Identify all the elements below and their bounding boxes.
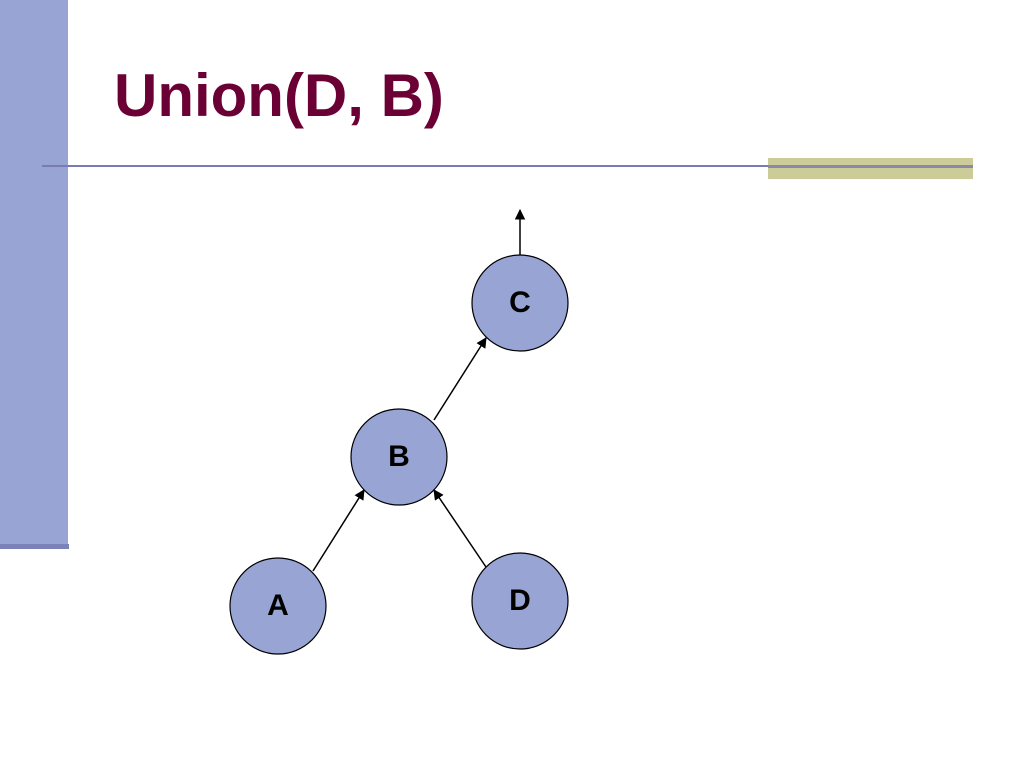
node-a: A: [229, 557, 327, 655]
node-b: B: [350, 408, 448, 506]
node-b-label: B: [388, 440, 410, 473]
node-a-circle: [229, 557, 327, 655]
title-divider: [42, 165, 972, 167]
edge-d-to-b: [433, 489, 487, 568]
edge-b-to-c: [433, 337, 487, 421]
node-d-circle: [471, 552, 569, 650]
accent-bar: [768, 158, 973, 179]
sidebar-decoration: [0, 0, 68, 546]
node-a-label: A: [267, 589, 289, 622]
node-c-label: C: [509, 286, 531, 319]
node-d-label: D: [509, 584, 531, 617]
node-c: C: [471, 254, 569, 352]
slide-title: Union(D, B): [114, 62, 444, 129]
edge-a-to-b: [312, 489, 365, 572]
node-c-circle: [471, 254, 569, 352]
node-d: D: [471, 552, 569, 650]
node-b-circle: [350, 408, 448, 506]
accent-bar-line: [768, 165, 973, 168]
sidebar-decoration-edge: [0, 544, 69, 549]
